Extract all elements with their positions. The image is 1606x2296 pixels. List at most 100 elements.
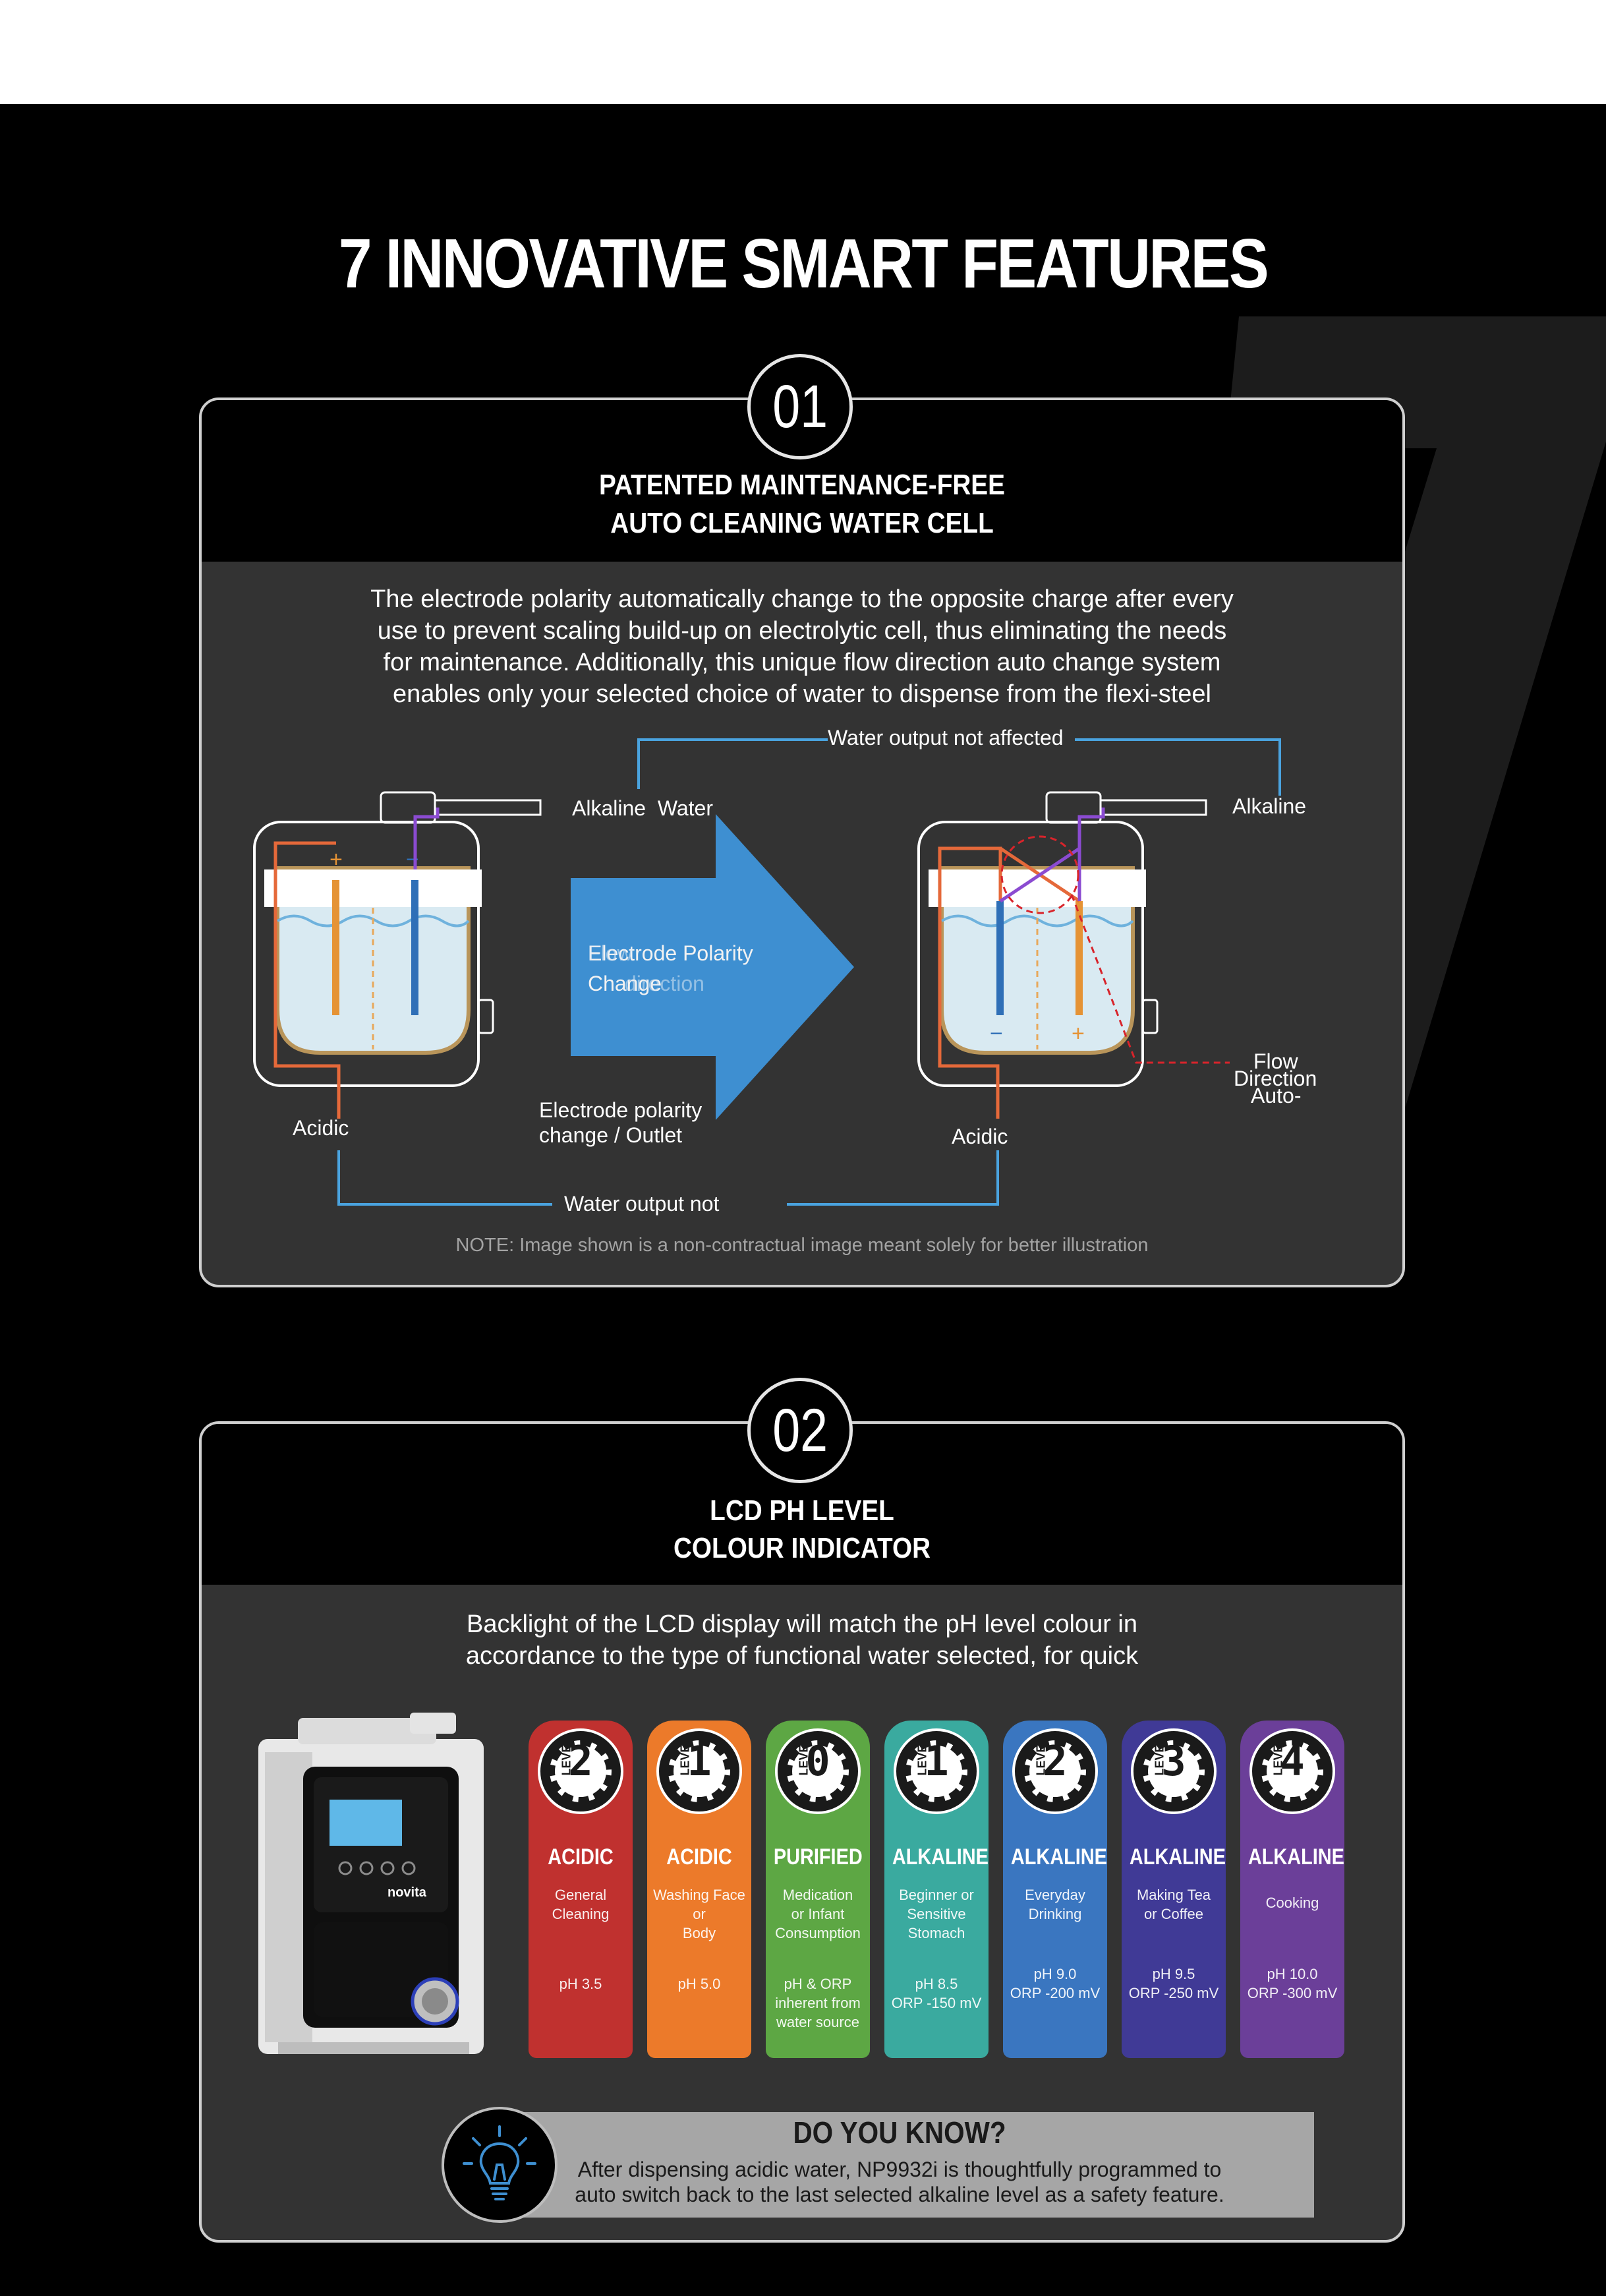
page-title: 7 INNOVATIVE SMART FEATURES [338,225,1269,303]
level-usage-line: Washing Face or [653,1887,745,1922]
level-dial-number: 1 [687,1737,712,1785]
left-alkaline-water-label: Alkaline Water [572,796,713,820]
level-usage: Cooking [1240,1893,1344,1912]
level-ph-line: pH 9.0 [1033,1966,1077,1982]
left-acidic-label: Acidic [293,1116,349,1140]
level-dial-number: 2 [1043,1737,1068,1785]
feature-02-number: 02 [772,1397,828,1464]
left-electrolytic-cell: + − [253,791,542,1119]
right-alkaline-label: Alkaline [1232,794,1307,818]
level-ph-line: pH 9.5 [1152,1966,1195,1982]
level-dial-number: 4 [1280,1737,1305,1785]
level-usage-line: Sensitive [907,1906,966,1922]
do-you-know-line1: After dispensing acidic water, NP9932i i… [577,2158,1222,2181]
level-ph: pH 3.5 [529,1974,633,1993]
level-usage-line: Consumption [775,1925,861,1941]
feature-01-number-badge: 01 [747,354,853,459]
svg-text:−: − [990,1021,1003,1046]
do-you-know-banner: DO YOU KNOW? After dispensing acidic wat… [485,2112,1314,2218]
level-ph-line: pH 8.5 [915,1976,958,1992]
level-usage-line: or Infant [791,1906,845,1922]
level-usage: Washing Face or Body [647,1885,751,1943]
level-name: ALKALINE [1010,1844,1107,1869]
do-you-know-title: DO YOU KNOW? [793,2115,1006,2150]
level-ph-line: water source [776,2014,859,2030]
level-dial-number: 3 [1161,1737,1186,1785]
water-output-not-label: Water output not [564,1192,720,1216]
feature-01-note: NOTE: Image shown is a non-contractual i… [455,1235,1149,1256]
do-you-know-line2: auto switch back to the last selected al… [575,2183,1224,2206]
feature-01-desc-line: enables only your selected choice of wat… [393,680,1211,708]
right-acidic-label: Acidic [952,1125,1008,1148]
feature-02-title-line2: COLOUR INDICATOR [673,1532,931,1564]
feature-02-desc-line: accordance to the type of functional wat… [465,1642,1139,1670]
level-ph-line: pH 10.0 [1267,1966,1318,1982]
level-ph: pH 5.0 [647,1974,751,1993]
flow-direction-label-line3: Auto- [1251,1084,1302,1107]
level-ph-line: pH & ORP [784,1976,852,1992]
feature-02-desc-line: Backlight of the LCD display will match … [466,1610,1138,1638]
level-usage-line: Making Tea [1136,1887,1211,1903]
arrow-overlay-line1: Flow [588,941,633,965]
feature-01-desc-line: The electrode polarity automatically cha… [370,585,1234,613]
level-ph-line: inherent from [775,1995,861,2011]
feature-01-number: 01 [772,373,828,440]
level-usage-line: Beginner or [899,1887,974,1903]
level-usage-line: Cleaning [552,1906,610,1922]
level-usage-line: Medication [782,1887,853,1903]
level-usage-line: Everyday [1025,1887,1085,1903]
level-ph-line: ORP -200 mV [1010,1985,1101,2001]
flow-direction-label-line1: Flow [1253,1049,1298,1073]
level-name: ALKALINE [1248,1844,1344,1869]
arrow-overlay-line2: direction [625,972,704,995]
level-name: PURIFIED [773,1844,863,1869]
feature-01-desc-line: use to prevent scaling build-up on elect… [377,617,1227,645]
ionizer-device-graphic [258,1713,484,2054]
svg-text:−: − [406,847,419,872]
water-output-not-affected-label: Water output not affected [828,726,1064,750]
level-usage-line: Drinking [1028,1906,1082,1922]
level-dial-number: 0 [805,1737,830,1785]
feature-01-title-line2: AUTO CLEANING WATER CELL [610,507,994,539]
level-ph-line: ORP -150 mV [891,1995,982,2011]
right-electrolytic-cell: − + [917,791,1230,1119]
level-ph-line: pH 3.5 [559,1976,602,1992]
water-ionizer-device-image: novita [258,1713,484,2054]
level-name: ACIDIC [548,1844,614,1869]
level-name: ACIDIC [666,1844,732,1869]
level-ph-line: ORP -300 mV [1247,1985,1338,2001]
flow-direction-label-line2: Direction [1234,1067,1317,1090]
lightbulb-icon [463,2125,536,2200]
level-usage-line: General [554,1887,607,1903]
lightbulb-badge [442,2107,558,2223]
electrode-change-label-line1: Electrode polarity [539,1098,703,1122]
arrow-text-line1: Electrode Polarity [588,941,753,965]
device-brand: novita [387,1885,426,1900]
feature-card-01: PATENTED MAINTENANCE-FREE AUTO CLEANING … [199,397,1405,1287]
level-usage-line: Body [682,1925,716,1941]
svg-text:+: + [330,847,343,872]
feature-02-number-badge: 02 [747,1378,853,1483]
level-usage-line: Cooking [1265,1895,1319,1911]
water-cell-diagram: + − − + [253,738,1281,1206]
level-dial-number: 1 [924,1737,949,1785]
level-usage-line: or Coffee [1143,1906,1204,1922]
level-dial-number: 2 [568,1737,593,1785]
